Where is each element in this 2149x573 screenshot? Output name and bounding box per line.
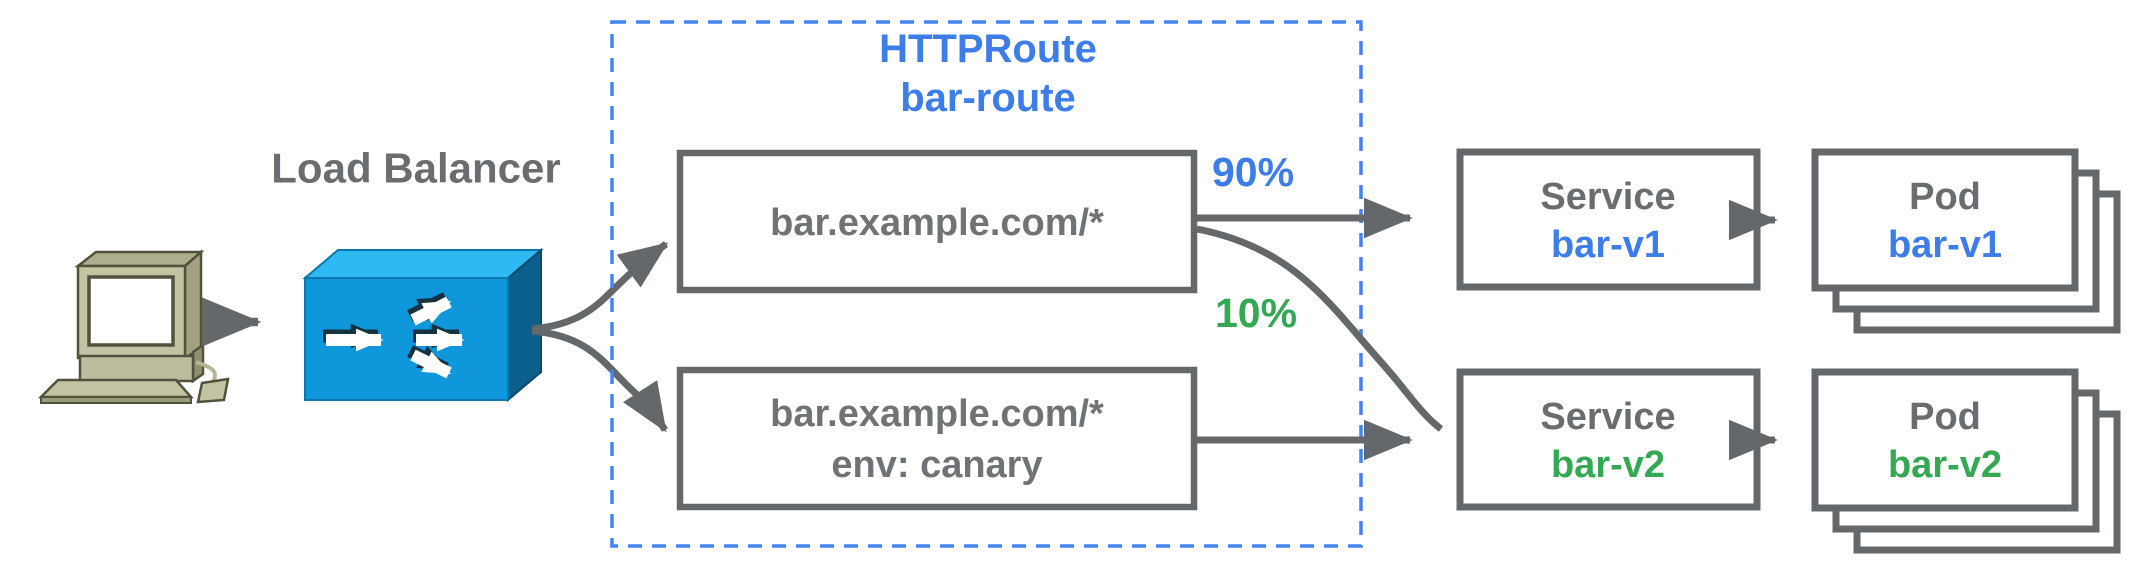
- lb-arrows: [326, 296, 465, 379]
- pod-bar-v1-box: [1811, 148, 2079, 292]
- service-bar-v2-kind: Service: [1540, 396, 1675, 438]
- monitor-top-face: [74, 250, 205, 268]
- route-rule-2-header-match: env: canary: [831, 444, 1042, 486]
- monitor-side-face: [183, 249, 203, 361]
- pod-bar-v1-name: bar-v1: [1888, 224, 2002, 266]
- service-bar-v1-name: bar-v1: [1551, 224, 1665, 266]
- pod-bar-v1-stack: Pod bar-v1: [1811, 148, 2121, 334]
- client-computer-icon: [37, 249, 230, 404]
- keyboard-front: [40, 396, 192, 404]
- edge-lb-to-route1: [531, 241, 669, 333]
- httproute-title-line2: bar-route: [900, 76, 1076, 120]
- pod-bar-v2-kind: Pod: [1909, 396, 1981, 438]
- base-front: [78, 354, 195, 383]
- route-rule-1-box: [676, 149, 1198, 294]
- monitor-screen: [87, 275, 175, 347]
- edge-route1-to-service2-canary: [1196, 225, 1444, 432]
- pod-bar-v2-box: [1811, 368, 2079, 512]
- load-balancer-label: Load Balancer: [271, 145, 560, 192]
- pod-bar-v2-name: bar-v2: [1888, 444, 2002, 486]
- weight-90-label: 90%: [1212, 149, 1294, 195]
- service-bar-v2-name: bar-v2: [1551, 444, 1665, 486]
- route-rule-2-box: [676, 366, 1198, 511]
- lb-side-face: [507, 247, 542, 403]
- service-bar-v2-box: [1456, 368, 1761, 511]
- service-bar-v1-kind: Service: [1540, 176, 1675, 218]
- load-balancer-icon: [302, 247, 544, 403]
- service-bar-v1-box: [1456, 148, 1761, 291]
- weight-10-label: 10%: [1215, 290, 1297, 336]
- httproute-title-line1: HTTPRoute: [879, 27, 1097, 71]
- keyboard-top: [37, 378, 194, 399]
- route-rule-1-match: bar.example.com/*: [770, 202, 1104, 244]
- httproute-group-border: [610, 20, 1363, 548]
- edge-lb-to-route2: [531, 327, 668, 433]
- lb-top-face: [302, 249, 544, 279]
- route-rule-2-match: bar.example.com/*: [770, 393, 1104, 435]
- mouse-body: [196, 377, 230, 404]
- pod-bar-v1-kind: Pod: [1909, 176, 1981, 218]
- pod-bar-v2-stack: Pod bar-v2: [1811, 368, 2121, 554]
